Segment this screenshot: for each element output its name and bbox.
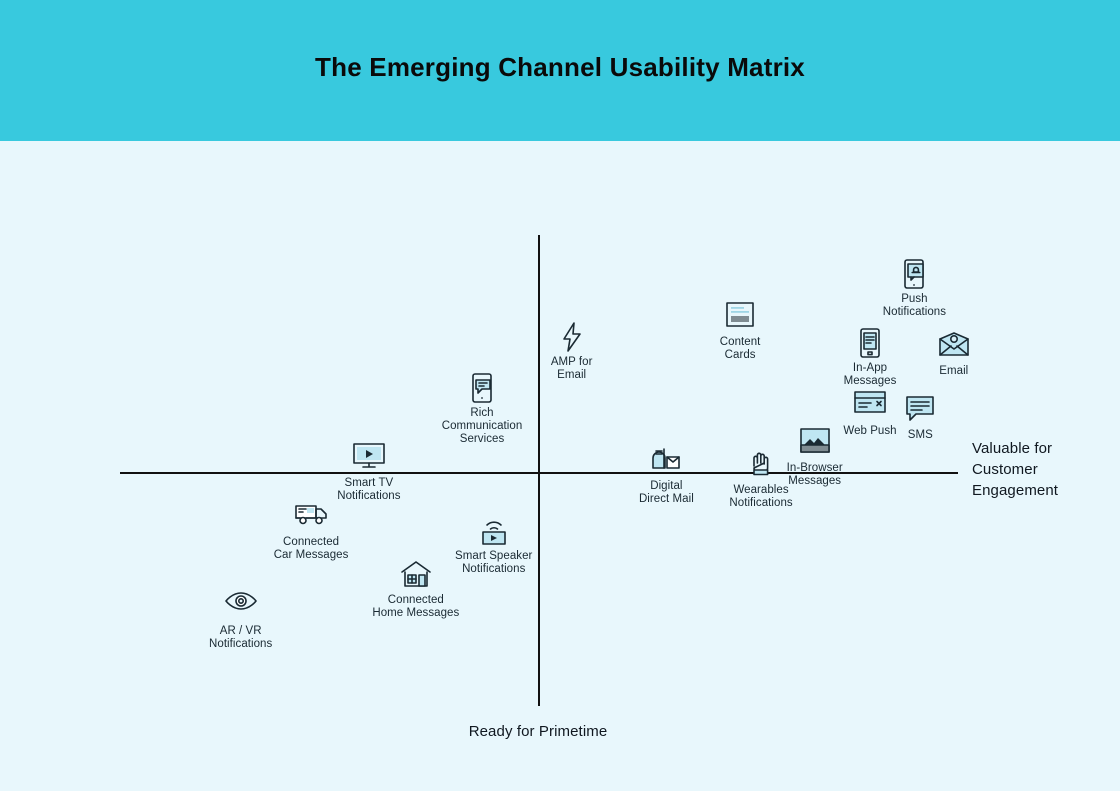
van-icon — [236, 502, 386, 532]
data-point-image-window[interactable]: In-Browser Messages — [740, 427, 890, 488]
data-point-label: Smart TV Notifications — [337, 477, 401, 503]
hand-wearable-icon — [686, 450, 836, 480]
data-point-label: Content Cards — [719, 336, 761, 362]
house-icon — [341, 560, 491, 590]
lightning-bolt-icon — [497, 321, 647, 352]
speech-bubble-icon — [845, 395, 995, 425]
data-point-smart-speaker[interactable]: Smart Speaker Notifications — [419, 516, 569, 576]
data-point-label: AR / VR Notifications — [209, 624, 273, 650]
data-point-label: Connected Car Messages — [273, 535, 349, 561]
television-icon — [294, 443, 444, 473]
data-point-label: Connected Home Messages — [372, 594, 460, 620]
data-point-label: Rich Communication Services — [441, 406, 523, 445]
data-point-television[interactable]: Smart TV Notifications — [294, 443, 444, 503]
data-point-phone-chat[interactable]: Rich Communication Services — [407, 372, 557, 446]
data-point-label: In-Browser Messages — [786, 461, 843, 487]
data-point-label: Smart Speaker Notifications — [455, 549, 533, 575]
plot-area — [0, 141, 1120, 791]
data-point-label: Push Notifications — [882, 292, 947, 318]
data-point-content-card[interactable]: Content Cards — [665, 302, 815, 362]
data-point-label: Web Push — [843, 424, 897, 437]
y-axis-label: Valuable for Customer Engagement — [972, 440, 1059, 499]
smart-speaker-icon — [419, 516, 569, 546]
data-point-phone-lines[interactable]: In-App Messages — [795, 328, 945, 388]
phone-bell-icon — [839, 258, 989, 289]
vertical-axis-line — [538, 235, 540, 706]
data-point-van[interactable]: Connected Car Messages — [236, 502, 386, 562]
data-point-mailbox[interactable]: Digital Direct Mail — [591, 446, 741, 506]
data-point-house[interactable]: Connected Home Messages — [341, 560, 491, 620]
data-point-label: Digital Direct Mail — [638, 479, 694, 505]
browser-window-icon — [795, 391, 945, 421]
phone-lines-icon — [795, 328, 945, 358]
eye-icon — [166, 591, 316, 621]
data-point-label: Wearables Notifications — [729, 483, 793, 509]
data-point-lightning-bolt[interactable]: AMP for Email — [497, 321, 647, 382]
page-title: The Emerging Channel Usability Matrix — [315, 52, 805, 82]
data-point-speech-bubble[interactable]: SMS — [845, 395, 995, 442]
data-point-envelope[interactable]: Email — [879, 331, 1029, 378]
header-band — [0, 0, 1120, 141]
data-point-browser-window[interactable]: Web Push — [795, 391, 945, 438]
data-point-label: AMP for Email — [550, 355, 593, 381]
envelope-icon — [879, 331, 1029, 361]
data-point-eye[interactable]: AR / VR Notifications — [166, 591, 316, 651]
data-point-hand-wearable[interactable]: Wearables Notifications — [686, 450, 836, 510]
data-point-label: SMS — [907, 428, 933, 441]
data-point-label: Email — [939, 365, 969, 378]
content-card-icon — [665, 302, 815, 332]
image-window-icon — [740, 427, 890, 458]
data-point-label: In-App Messages — [843, 361, 897, 387]
phone-chat-icon — [407, 372, 557, 403]
data-point-phone-bell[interactable]: Push Notifications — [839, 258, 989, 319]
mailbox-icon — [591, 446, 741, 476]
x-axis-label: Ready for Primetime — [468, 723, 608, 740]
